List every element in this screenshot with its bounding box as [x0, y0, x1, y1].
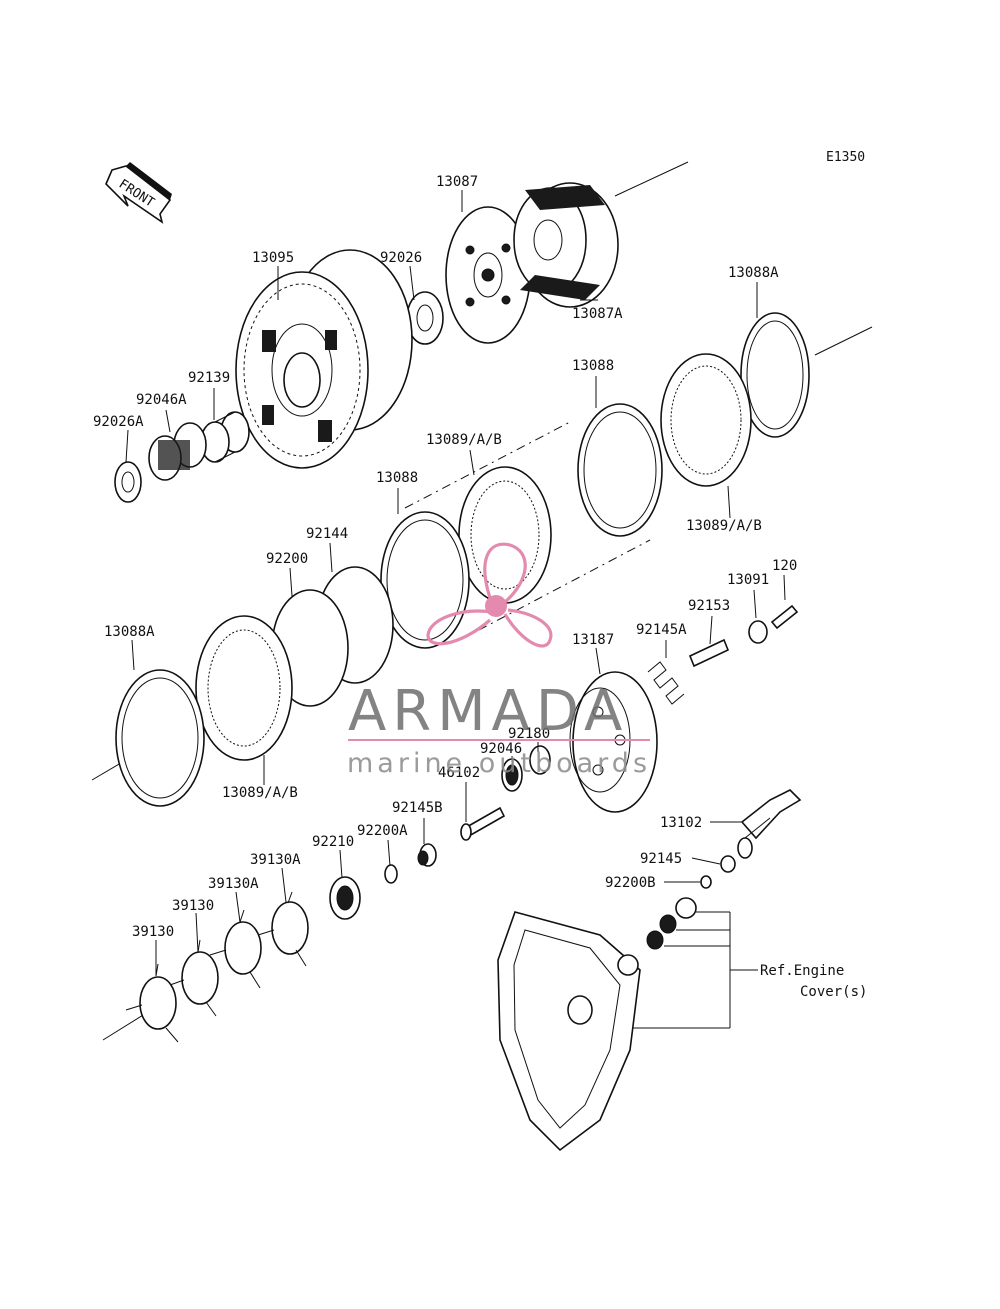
label-ref-engine: Ref.Engine	[760, 963, 844, 979]
push-rod-46102	[460, 806, 506, 841]
label-92200: 92200	[266, 551, 308, 567]
plate-39130-1	[169, 939, 219, 1017]
label-13088-top: 13088	[572, 358, 614, 374]
label-46102: 46102	[438, 765, 480, 781]
engine-cover	[497, 911, 641, 1152]
friction-plate-13088A-top	[740, 312, 810, 438]
label-92139: 92139	[188, 370, 230, 386]
label-92046: 92046	[480, 741, 522, 757]
label-13089-bottom: 13089/A/B	[222, 785, 298, 801]
watermark-brand: ARMADA	[348, 679, 628, 744]
plate-39130A-1	[257, 891, 309, 967]
watermark-logo: ARMADA marine outboards	[347, 542, 651, 779]
spring-92145A	[647, 661, 685, 705]
label-39130A-2: 39130A	[208, 876, 259, 892]
plate-39130-2	[125, 963, 179, 1043]
needle-bearing-92046A	[148, 422, 207, 481]
label-92026A: 92026A	[93, 414, 144, 430]
label-92046A: 92046A	[136, 392, 187, 408]
sleeve-92139	[200, 411, 250, 463]
label-13095: 13095	[252, 250, 294, 266]
ring-92200B	[700, 875, 712, 889]
label-39130-2: 39130	[132, 924, 174, 940]
label-92145A: 92145A	[636, 622, 687, 638]
label-92153: 92153	[688, 598, 730, 614]
label-13087: 13087	[436, 174, 478, 190]
release-lever-13102	[737, 789, 802, 859]
label-92200A: 92200A	[357, 823, 408, 839]
friction-plate-13088-middle	[380, 511, 470, 649]
steel-plate-13089-middle	[458, 466, 552, 604]
label-92180: 92180	[508, 726, 550, 742]
label-13088-middle: 13088	[376, 470, 418, 486]
steel-plate-13089-right	[660, 353, 752, 487]
bolt-92153	[688, 638, 730, 668]
label-92145: 92145	[640, 851, 682, 867]
part-labels: 13087 13087A 92026 13095 13088A 92139 92…	[93, 174, 867, 1000]
plate-39130A-2	[209, 909, 262, 989]
steel-plate-13089-bottom	[195, 615, 293, 761]
clutch-hub-13087	[445, 206, 531, 344]
friction-plate-13088-upper	[577, 403, 663, 537]
screw-120	[770, 604, 799, 630]
washer-92180	[529, 745, 551, 775]
label-13089-right: 13089/A/B	[686, 518, 762, 534]
spring-92145	[720, 855, 736, 873]
label-92144: 92144	[306, 526, 348, 542]
label-92145B: 92145B	[392, 800, 443, 816]
label-13091: 13091	[727, 572, 769, 588]
propeller-logo-icon	[426, 542, 553, 648]
label-92200B: 92200B	[605, 875, 656, 891]
clutch-housing-13095	[235, 249, 413, 469]
leader-lines	[125, 190, 786, 976]
label-39130-1: 39130	[172, 898, 214, 914]
label-92210: 92210	[312, 834, 354, 850]
washer-92200A	[384, 864, 398, 884]
cover-bearings	[646, 897, 697, 950]
label-13087A: 13087A	[572, 306, 623, 322]
pressure-plate-13187	[569, 671, 658, 813]
label-13088A-bottom: 13088A	[104, 624, 155, 640]
label-92026: 92026	[380, 250, 422, 266]
label-13102: 13102	[660, 815, 702, 831]
label-13088A-top: 13088A	[728, 265, 779, 281]
spring-92145B	[417, 843, 437, 867]
bearing-92046	[501, 758, 523, 792]
washer-92026A	[114, 461, 142, 503]
seal-92210	[329, 876, 361, 920]
washer-13091	[748, 620, 768, 644]
label-13187: 13187	[572, 632, 614, 648]
diagram-code: E1350	[826, 150, 865, 165]
clutch-hub-13087A	[513, 182, 619, 308]
label-120: 120	[772, 558, 797, 574]
friction-plate-13088A-bottom	[115, 669, 205, 807]
watermark-tagline: marine outboards	[347, 748, 651, 779]
front-arrow-icon: FRONT	[105, 162, 172, 224]
label-ref-cover: Cover(s)	[800, 984, 867, 1000]
label-13089-middle: 13089/A/B	[426, 432, 502, 448]
ref-bracket	[632, 911, 758, 1029]
label-39130A-1: 39130A	[250, 852, 301, 868]
